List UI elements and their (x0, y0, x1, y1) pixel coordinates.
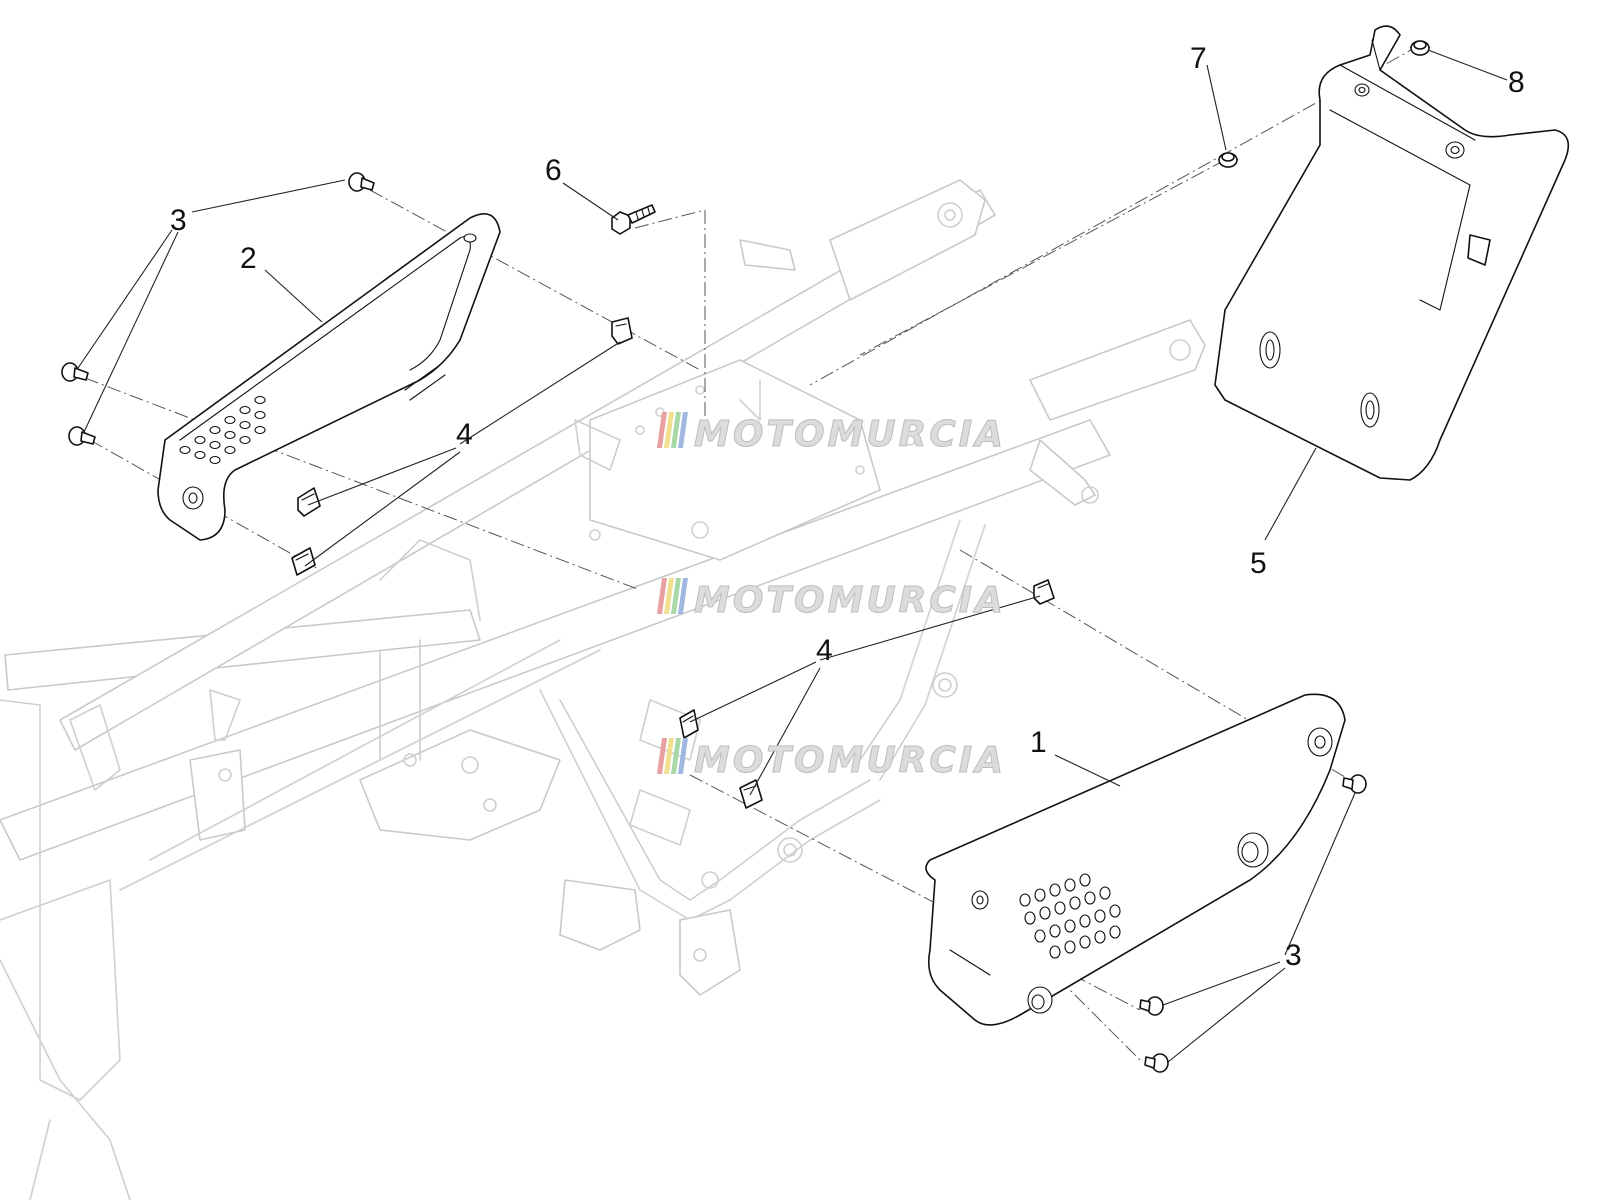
screw-3-left-a (61, 362, 89, 382)
callout-4-lower: 4 (816, 634, 833, 667)
clip-4-upper-c (291, 547, 316, 576)
clip-4-upper-a (611, 317, 633, 345)
callout-4-upper: 4 (456, 418, 473, 451)
watermark-text: MOTOMURCIA (694, 740, 1006, 781)
callout-3-upper: 3 (170, 204, 187, 237)
nut-8 (1410, 40, 1430, 56)
callout-1: 1 (1030, 726, 1047, 759)
callout-5: 5 (1250, 547, 1267, 580)
watermark-upper: MOTOMURCIA (656, 412, 1006, 456)
screw-3-right-b (1139, 996, 1164, 1016)
vent-holes-lower-cover (1019, 873, 1121, 959)
watermark-middle: MOTOMURCIA (656, 578, 1006, 622)
screw-3-left-b (68, 426, 96, 446)
clip-4-lower-a (1033, 579, 1055, 605)
clip-4-upper-b (297, 487, 321, 517)
screw-3-top (348, 172, 375, 192)
motorcycle-frame (0, 179, 1206, 1200)
watermark-lower: MOTOMURCIA (656, 738, 1006, 782)
bolt-6 (611, 204, 656, 235)
watermark-text: MOTOMURCIA (694, 580, 1006, 621)
callout-6: 6 (545, 154, 562, 187)
callout-labels: 1 2 3 3 4 4 5 6 7 8 (170, 42, 1525, 972)
callout-leaders (77, 49, 1508, 1063)
callout-8: 8 (1508, 66, 1525, 99)
vent-holes-upper-cover (179, 395, 266, 465)
nut-7 (1218, 152, 1238, 168)
callout-7: 7 (1190, 42, 1207, 75)
part-2-side-cover-upper (157, 213, 501, 541)
callout-2: 2 (240, 242, 257, 275)
watermark-text: MOTOMURCIA (694, 414, 1006, 455)
screw-3-right-c (1144, 1053, 1169, 1073)
callout-3-lower: 3 (1285, 939, 1302, 972)
screw-3-right-a (1342, 774, 1367, 794)
part-5-rear-shield (1214, 25, 1570, 481)
part-1-side-cover-lower (925, 693, 1346, 1026)
clip-4-lower-b (679, 709, 699, 739)
